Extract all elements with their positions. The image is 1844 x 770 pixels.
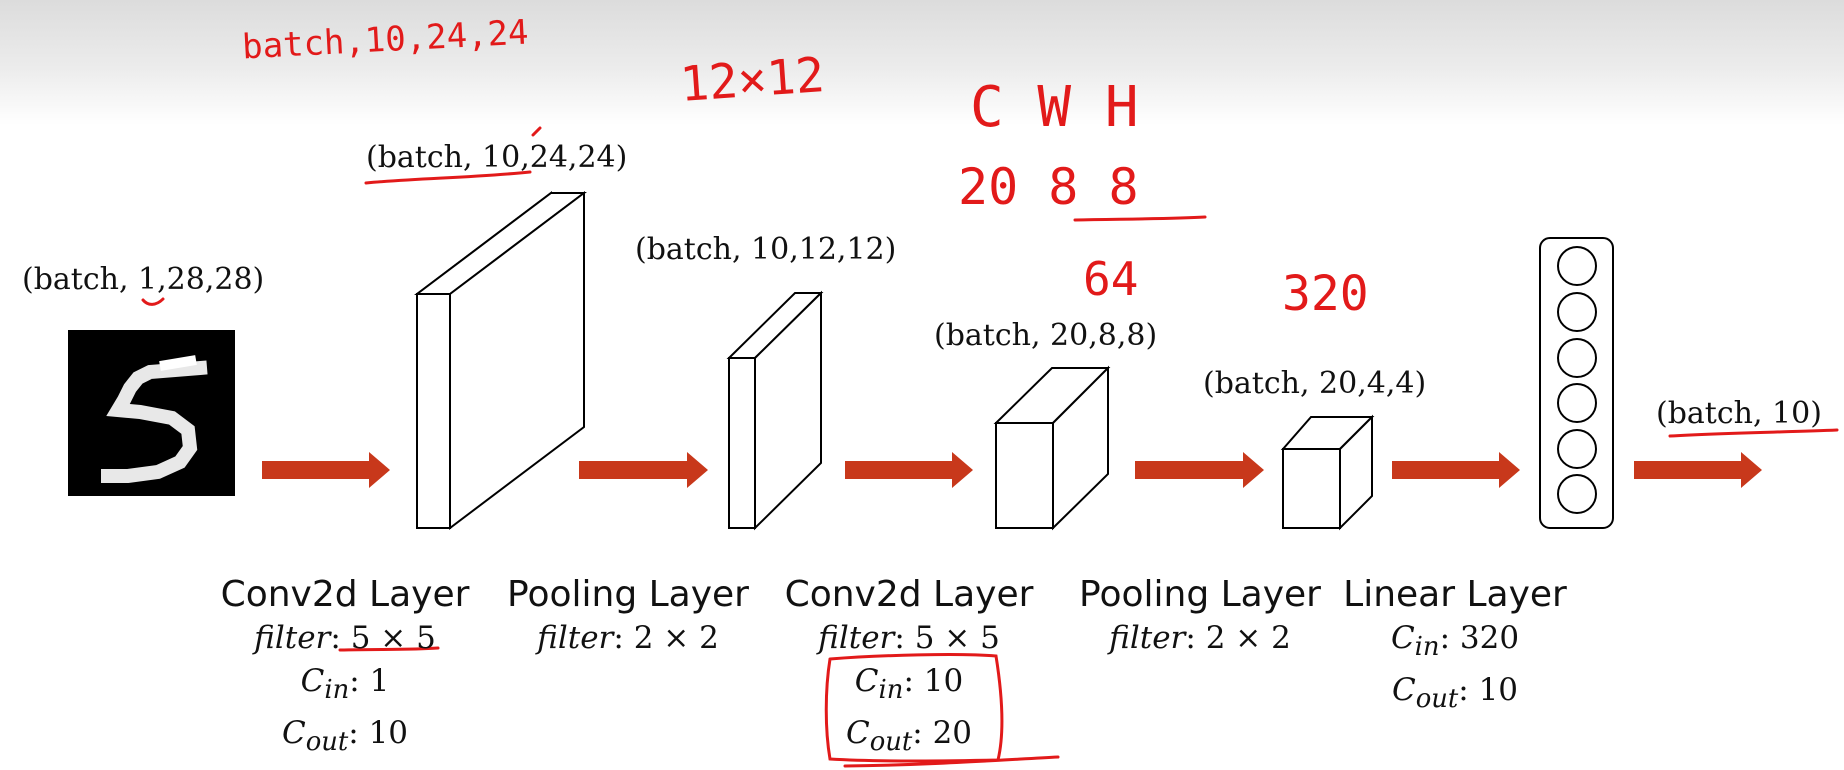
- note-12x12: 12×12: [678, 47, 827, 113]
- caption-pool2-filter: filter: 2 × 2: [1109, 620, 1291, 656]
- feature-map-pool1: [726, 290, 824, 531]
- feature-map-conv2: [993, 365, 1111, 531]
- feature-map-conv1: [414, 190, 587, 531]
- caption-linear-cin: Cin: 320: [1390, 620, 1520, 663]
- cout-sub: out: [1415, 684, 1459, 715]
- feature-map-pool2: [1280, 414, 1375, 531]
- caption-conv1-filter: filter: 5 × 5: [254, 620, 436, 656]
- arrow-3: [845, 452, 973, 488]
- arrow-6: [1634, 452, 1762, 488]
- cout-sub: out: [869, 727, 913, 758]
- caption-conv1-title: Conv2d Layer: [220, 574, 470, 615]
- ink-underline-output: [1668, 428, 1839, 438]
- caption-pool2: Pooling Layer filter: 2 × 2: [1050, 573, 1350, 660]
- input-shape-label: (batch, 1,28,28): [22, 262, 265, 297]
- caption-conv1-cout: Cout: 10: [281, 715, 409, 758]
- cin-base: C: [1390, 620, 1415, 656]
- cin-sub: in: [1414, 632, 1440, 663]
- cout-value: 20: [932, 715, 973, 752]
- ink-tick-shape1: [531, 126, 542, 137]
- caption-conv1-cin: Cin: 1: [300, 663, 390, 706]
- note-320: 320: [1282, 266, 1369, 322]
- caption-conv2-title: Conv2d Layer: [784, 574, 1034, 615]
- cout-base: C: [845, 715, 870, 752]
- ink-underline-dims: [1073, 215, 1207, 222]
- ink-underline-input: [141, 297, 165, 306]
- cout-sub: out: [305, 727, 349, 758]
- cin-value: 10: [923, 663, 964, 699]
- caption-pool1-title: Pooling Layer: [507, 574, 749, 615]
- caption-conv2-cout: Cout: 20: [845, 715, 973, 758]
- caption-pool1: Pooling Layer filter: 2 × 2: [478, 573, 778, 660]
- caption-linear: Linear Layer Cin: 320 Cout: 10: [1325, 573, 1585, 721]
- arrow-5: [1392, 452, 1520, 488]
- linear-layer-neurons: [1539, 237, 1614, 529]
- cin-base: C: [300, 663, 325, 699]
- note-dims: 20 8 8: [958, 158, 1139, 216]
- cin-value: 1: [369, 663, 390, 699]
- filter-label: filter: [1109, 620, 1186, 656]
- pool1-shape-label: (batch, 10,12,12): [635, 232, 897, 267]
- note-cwh: C W H: [970, 75, 1139, 140]
- filter-value: 5 × 5: [350, 620, 436, 656]
- arrow-2: [579, 452, 708, 488]
- arrow-4: [1135, 452, 1264, 488]
- flow-arrows: [262, 452, 1762, 488]
- cin-sub: in: [878, 675, 904, 706]
- ink-underline-filter1: [338, 646, 440, 652]
- caption-conv2-filter: filter: 5 × 5: [818, 620, 1000, 656]
- caption-pool2-title: Pooling Layer: [1079, 574, 1321, 615]
- mnist-digit-image: [68, 330, 235, 496]
- pool2-shape-label: (batch, 20,4,4): [1203, 366, 1427, 401]
- ink-underline-bottom: [843, 755, 1060, 768]
- caption-conv1: Conv2d Layer filter: 5 × 5 Cin: 1 Cout: …: [195, 573, 495, 764]
- cout-value: 10: [368, 715, 409, 752]
- cout-base: C: [281, 715, 306, 752]
- ink-underline-shape1: [364, 170, 532, 185]
- conv1-shape-label: (batch, 10,24,24): [366, 140, 628, 175]
- caption-conv2-cin: Cin: 10: [854, 663, 964, 706]
- ink-marks: [141, 126, 1839, 768]
- cout-base: C: [1391, 672, 1416, 709]
- filter-value: 2 × 2: [633, 620, 719, 656]
- cin-base: C: [854, 663, 879, 699]
- arrow-1: [262, 452, 390, 488]
- filter-value: 5 × 5: [914, 620, 1000, 656]
- note-64: 64: [1083, 252, 1139, 306]
- filter-label: filter: [537, 620, 614, 656]
- filter-label: filter: [254, 620, 331, 656]
- conv2-shape-label: (batch, 20,8,8): [934, 318, 1158, 353]
- output-shape-label: (batch, 10): [1656, 396, 1822, 431]
- cin-sub: in: [324, 675, 350, 706]
- filter-label: filter: [818, 620, 895, 656]
- caption-linear-title: Linear Layer: [1343, 574, 1567, 615]
- caption-conv2: Conv2d Layer filter: 5 × 5 Cin: 10 Cout:…: [759, 573, 1059, 764]
- cin-value: 320: [1459, 620, 1520, 656]
- top-shade: [0, 0, 1844, 125]
- caption-linear-cout: Cout: 10: [1391, 672, 1519, 715]
- filter-value: 2 × 2: [1205, 620, 1291, 656]
- cout-value: 10: [1478, 672, 1519, 709]
- caption-pool1-filter: filter: 2 × 2: [537, 620, 719, 656]
